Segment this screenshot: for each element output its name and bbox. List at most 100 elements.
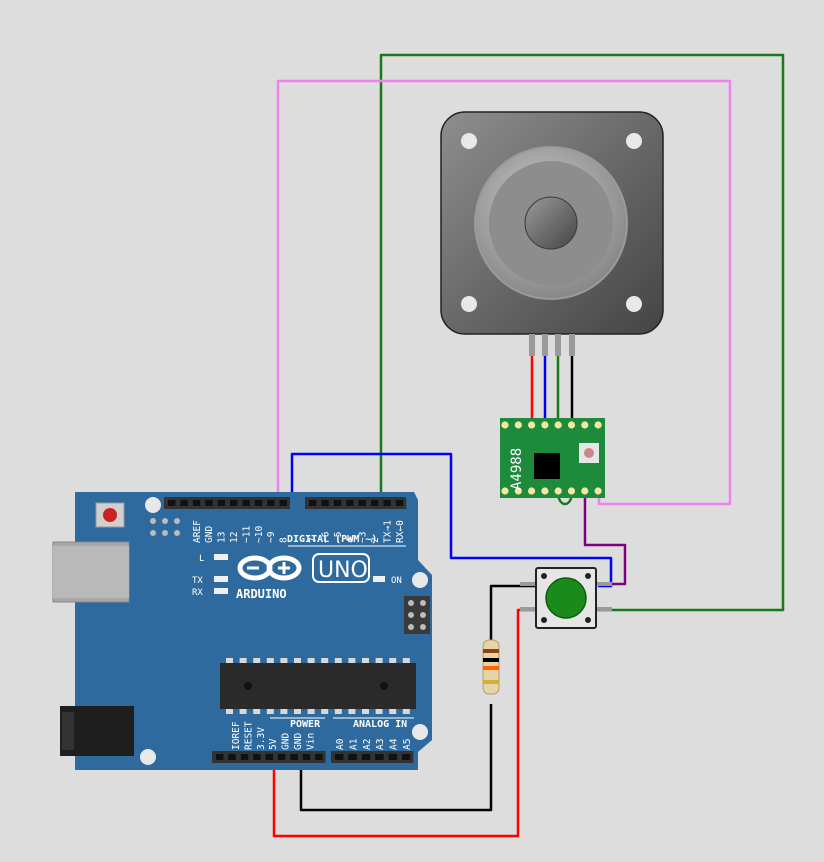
analog-pin-label: A1: [348, 738, 359, 750]
digital-pin-label: ~9: [266, 531, 277, 543]
driver-pin[interactable]: [501, 421, 509, 429]
chip-pins: [226, 658, 410, 714]
digital-header-socket[interactable]: [192, 500, 201, 506]
digital-header-socket[interactable]: [333, 500, 342, 506]
digital-header-socket[interactable]: [279, 500, 287, 506]
digital-header: [164, 497, 407, 509]
digital-header-socket[interactable]: [168, 500, 176, 506]
power-pin-label: GND: [293, 733, 304, 750]
wire-pink-pin9-to-driver[interactable]: [276, 79, 732, 506]
analog-header: [331, 751, 414, 763]
driver-chip: [534, 453, 560, 479]
digital-header-socket[interactable]: [358, 500, 366, 506]
digital-pin-label: RX←0: [395, 520, 406, 543]
power-header-socket[interactable]: [278, 754, 286, 760]
analog-header-socket[interactable]: [375, 754, 384, 760]
analog-header-socket[interactable]: [361, 754, 371, 760]
chip-pin: [362, 658, 369, 663]
digital-header-socket[interactable]: [395, 500, 404, 506]
driver-pin[interactable]: [567, 487, 576, 495]
driver-pin[interactable]: [541, 421, 549, 429]
reset-button[interactable]: [103, 508, 117, 522]
analog-header-socket[interactable]: [348, 754, 357, 760]
digital-header-label: DIGITAL (PWM ~): [287, 534, 377, 545]
mount-hole: [626, 133, 642, 149]
button-lead: [595, 582, 612, 586]
digital-pin-label: ~10: [254, 526, 265, 543]
stepper-motor[interactable]: [440, 111, 664, 356]
analog-pin-label: A4: [389, 738, 400, 750]
driver-pin[interactable]: [514, 487, 522, 495]
chip-pin: [375, 658, 383, 663]
driver-pin[interactable]: [594, 421, 602, 429]
wire-black-gnd-to-resistor[interactable]: [299, 704, 493, 812]
reset-button-base: [95, 502, 125, 528]
analog-header-socket[interactable]: [388, 754, 397, 760]
digital-pin-label: 8: [279, 537, 290, 543]
power-header-socket[interactable]: [315, 754, 323, 760]
stepper-pin: [529, 334, 535, 356]
resistor[interactable]: [482, 639, 500, 695]
driver-pin[interactable]: [541, 487, 549, 495]
driver-pin[interactable]: [581, 421, 589, 429]
digital-header-socket[interactable]: [242, 500, 250, 506]
power-header-socket[interactable]: [240, 754, 249, 760]
led-rx: [214, 588, 228, 594]
chip-pin: [266, 658, 274, 663]
chip-pin: [226, 658, 233, 663]
digital-header-socket[interactable]: [217, 500, 225, 506]
digital-header-socket[interactable]: [371, 500, 379, 506]
driver-pin[interactable]: [567, 421, 576, 429]
digital-header-socket[interactable]: [321, 500, 329, 506]
power-header-socket[interactable]: [290, 754, 298, 760]
driver-pin[interactable]: [581, 487, 589, 495]
power-header-socket[interactable]: [265, 754, 273, 760]
button-lead: [595, 607, 612, 611]
digital-pin-label: GND: [204, 526, 215, 543]
driver-pin[interactable]: [514, 421, 522, 429]
chip-dot: [380, 682, 388, 690]
pushbutton-icon[interactable]: [545, 577, 587, 619]
chip-pin: [321, 658, 329, 663]
chip-pin: [280, 658, 288, 663]
button-lead: [520, 607, 537, 611]
power-header-socket[interactable]: [302, 754, 311, 760]
wire-purple-driver-to-button[interactable]: [583, 492, 627, 586]
power-header-socket[interactable]: [228, 754, 236, 760]
chip-pin: [266, 709, 274, 714]
wire-black-resistor-to-button[interactable]: [489, 584, 537, 640]
power-header-socket[interactable]: [253, 754, 261, 760]
digital-pin-label: ~3: [358, 532, 369, 543]
driver-pin[interactable]: [594, 487, 602, 495]
digital-header-socket[interactable]: [254, 500, 263, 506]
analog-header-socket[interactable]: [402, 754, 411, 760]
digital-header-socket[interactable]: [346, 500, 354, 506]
driver-pin[interactable]: [528, 487, 536, 495]
chip-pin: [362, 709, 369, 714]
chip-notch: [244, 682, 252, 690]
driver-pin[interactable]: [554, 487, 562, 495]
driver-pin[interactable]: [528, 421, 536, 429]
driver-pin[interactable]: [554, 421, 562, 429]
chip-pin: [389, 658, 397, 663]
digital-header-socket[interactable]: [230, 500, 238, 506]
digital-header-socket[interactable]: [205, 500, 213, 506]
digital-header-socket[interactable]: [267, 500, 275, 506]
power-header-socket[interactable]: [216, 754, 224, 760]
driver-pin[interactable]: [501, 487, 509, 495]
analog-header-socket[interactable]: [335, 754, 344, 760]
wire-green-pin2-to-button[interactable]: [379, 53, 785, 612]
digital-header-socket[interactable]: [383, 500, 391, 506]
pushbutton[interactable]: [520, 567, 612, 629]
digital-pin-label: 13: [217, 532, 228, 543]
digital-pin-label: 7: [308, 537, 319, 543]
chip-pin: [239, 709, 247, 714]
power-pin-label: GND: [281, 733, 292, 750]
digital-header-socket[interactable]: [309, 500, 317, 506]
a4988-driver[interactable]: A4988: [500, 418, 605, 498]
led-tx-label: TX: [192, 576, 203, 586]
digital-header-socket[interactable]: [180, 500, 188, 506]
